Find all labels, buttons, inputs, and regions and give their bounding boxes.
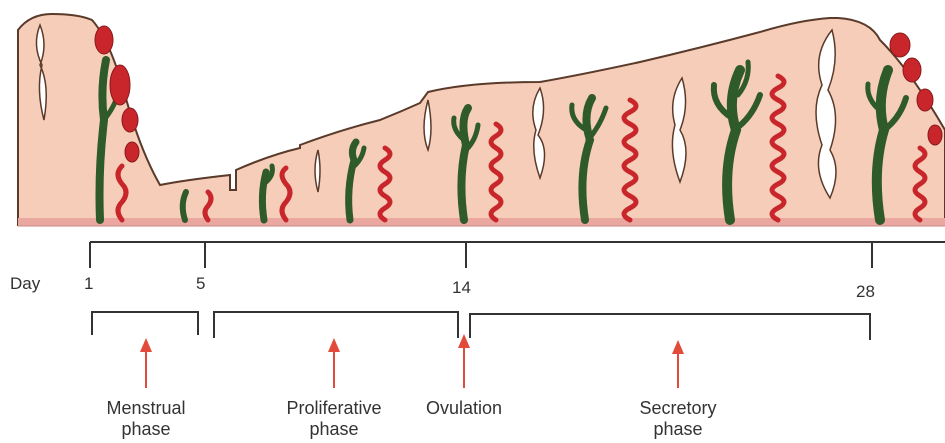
- arrow-secretory: [672, 340, 684, 388]
- phase-label-line: phase: [262, 419, 406, 440]
- phase-label-line: Secretory: [618, 398, 738, 419]
- gland: [183, 192, 186, 220]
- day-axis-label: Day: [10, 274, 40, 294]
- day-tick-label: 5: [196, 274, 205, 294]
- bracket-menstrual: [92, 312, 198, 335]
- phase-label-secretory: Secretory phase: [618, 398, 738, 440]
- blood-clot: [903, 58, 921, 82]
- phase-arrows: [140, 334, 684, 388]
- phase-label-line: Menstrual: [86, 398, 206, 419]
- tissue-gap: [816, 30, 836, 198]
- blood-clot: [110, 65, 130, 105]
- blood-clot: [917, 89, 933, 111]
- phase-label-line: Proliferative: [262, 398, 406, 419]
- phase-label-ovulation: Ovulation: [406, 398, 522, 419]
- day-tick-label: 14: [452, 278, 471, 298]
- endometrium-layer: [18, 14, 945, 225]
- arrow-proliferative: [328, 338, 340, 388]
- day-tick-label: 28: [856, 282, 875, 302]
- blood-clot: [125, 142, 139, 162]
- phase-label-line: Ovulation: [406, 398, 522, 419]
- blood-clot: [122, 108, 138, 132]
- phase-label-line: phase: [86, 419, 206, 440]
- blood-clot: [928, 125, 942, 145]
- phase-label-menstrual: Menstrual phase: [86, 398, 206, 440]
- phase-brackets: [92, 312, 870, 340]
- day-axis: [90, 242, 945, 268]
- day-tick-label: 1: [84, 274, 93, 294]
- phase-label-line: phase: [618, 419, 738, 440]
- phase-label-proliferative: Proliferative phase: [262, 398, 406, 440]
- blood-clot: [95, 26, 113, 54]
- arrow-ovulation: [458, 334, 470, 388]
- bracket-proliferative: [214, 312, 458, 338]
- bracket-secretory: [470, 314, 870, 340]
- arrow-menstrual: [140, 338, 152, 388]
- basal-layer: [18, 218, 945, 226]
- blood-clot: [890, 33, 910, 57]
